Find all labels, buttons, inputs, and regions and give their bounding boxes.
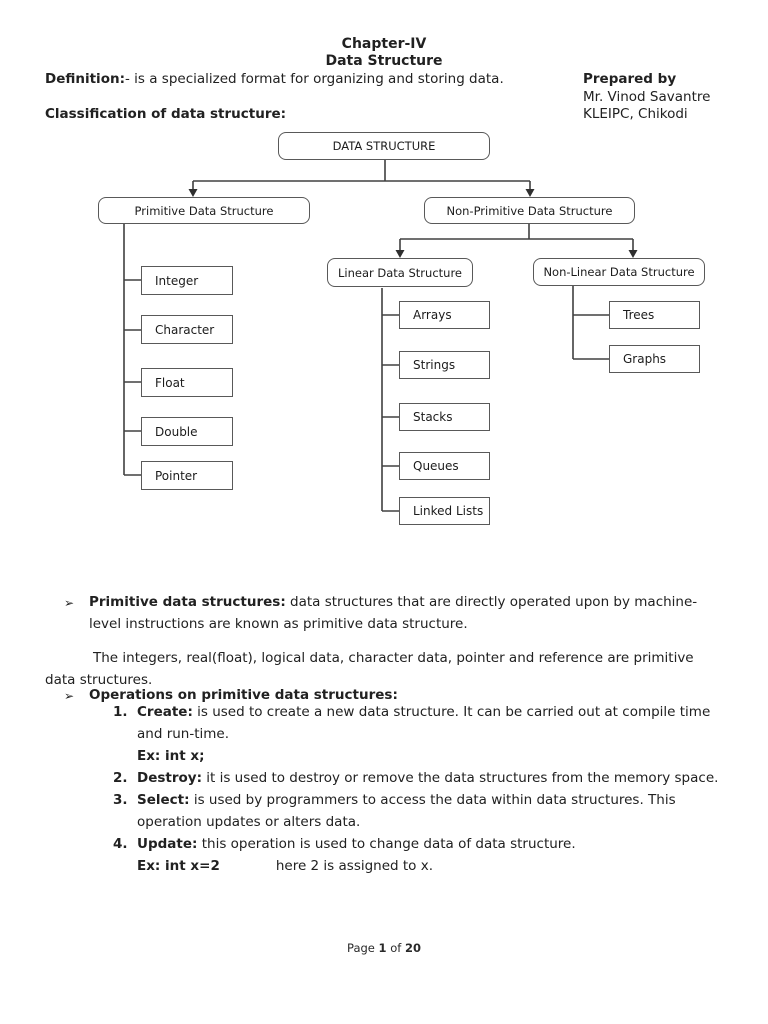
diagram-box-arrays: Arrays	[399, 301, 490, 329]
prepared-by-label: Prepared by	[583, 71, 677, 87]
example-create: Ex: int x;	[137, 748, 205, 764]
page-title: Chapter-IV Data Structure	[0, 36, 768, 69]
operations-heading: Operations on primitive data structures:	[89, 687, 398, 703]
page-number-footer: Page 1 of 20	[347, 941, 421, 955]
diagram-box-double: Double	[141, 417, 233, 446]
arrowhead-icons	[188, 189, 638, 258]
list-item-create: 1. Create: is used to create a new data …	[113, 701, 737, 767]
diagram-box-linear: Linear Data Structure	[327, 258, 473, 287]
bullet-arrow-icon: ➢	[64, 689, 75, 703]
definition-label: Definition:	[45, 71, 125, 87]
prepared-by-block: Prepared by Mr. Vinod Savantre KLEIPC, C…	[583, 71, 763, 124]
diagram-box-linked-lists: Linked Lists	[399, 497, 490, 525]
list-item-update: 4. Update: this operation is used to cha…	[113, 833, 737, 877]
diagram-box-data-structure: DATA STRUCTURE	[278, 132, 490, 160]
document-heading: Data Structure	[325, 52, 443, 69]
bullet-arrow-icon: ➢	[64, 596, 75, 610]
prepared-by-org: KLEIPC, Chikodi	[583, 106, 688, 122]
diagram-box-trees: Trees	[609, 301, 700, 329]
list-item-select: 3. Select: is used by programmers to acc…	[113, 792, 676, 830]
bullet-operations-heading: ➢ Operations on primitive data structure…	[64, 684, 712, 706]
prepared-by-name: Mr. Vinod Savantre	[583, 88, 711, 105]
bullet-primitive-data-structures: ➢ Primitive data structures: data struct…	[64, 591, 712, 635]
diagram-box-non-linear: Non-Linear Data Structure	[533, 258, 705, 286]
diagram-box-primitive: Primitive Data Structure	[98, 197, 310, 224]
diagram-box-float: Float	[141, 368, 233, 397]
diagram-box-non-primitive: Non-Primitive Data Structure	[424, 197, 635, 224]
diagram-box-graphs: Graphs	[609, 345, 700, 373]
diagram-connector-lines	[123, 160, 638, 512]
diagram-box-queues: Queues	[399, 452, 490, 480]
diagram-box-strings: Strings	[399, 351, 490, 379]
chapter-heading: Chapter-IV	[341, 36, 427, 52]
list-item-destroy: 2. Destroy: it is used to destroy or rem…	[113, 770, 719, 786]
classification-heading: Classification of data structure:	[45, 106, 287, 122]
definition-text: - is a specialized format for organizing…	[124, 71, 504, 87]
diagram-box-character: Character	[141, 315, 233, 344]
diagram-box-integer: Integer	[141, 266, 233, 295]
diagram-box-pointer: Pointer	[141, 461, 233, 490]
definition-line: Definition:- is a specialized format for…	[45, 71, 575, 88]
diagram-box-stacks: Stacks	[399, 403, 490, 431]
bullet-text: Primitive data structures: data structur…	[89, 594, 698, 632]
operations-list: 1. Create: is used to create a new data …	[113, 701, 737, 877]
paragraph-primitive-types: The integers, real(float), logical data,…	[45, 650, 694, 688]
